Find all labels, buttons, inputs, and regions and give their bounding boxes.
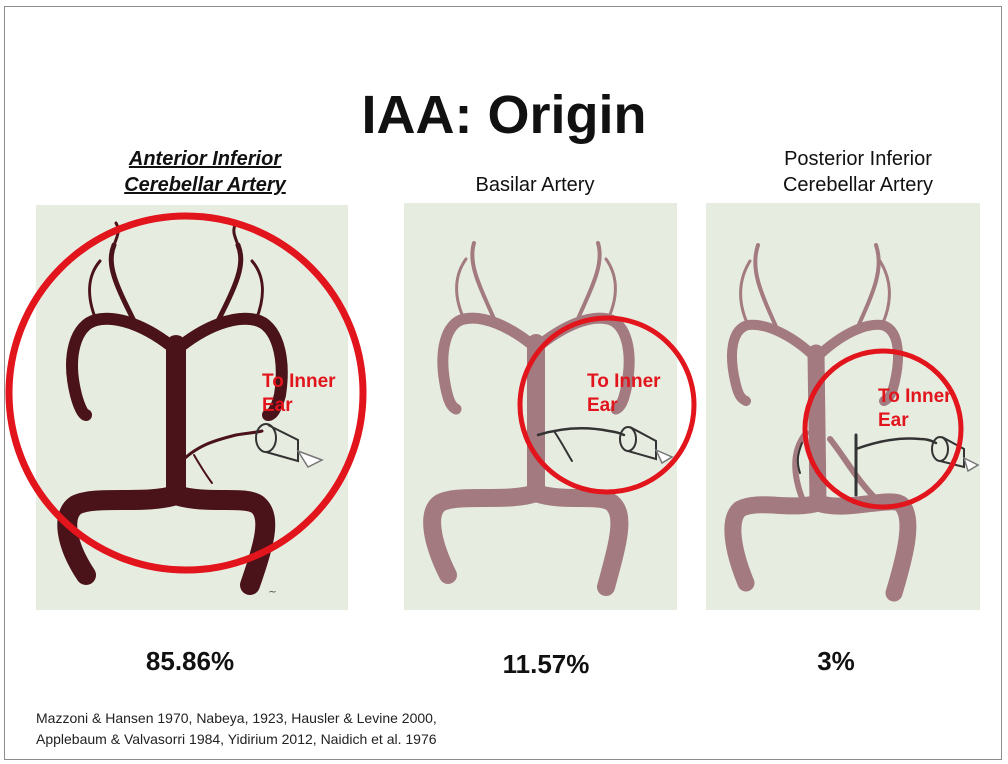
caption-pica: Posterior Inferior Cerebellar Artery	[738, 146, 978, 198]
caption-aica-line1: Anterior Inferior	[70, 146, 340, 172]
caption-pica-line1: Posterior Inferior	[738, 146, 978, 172]
caption-pica-line2: Cerebellar Artery	[738, 172, 978, 198]
ear-label-aica-line2: Ear	[262, 394, 336, 418]
references: Mazzoni & Hansen 1970, Nabeya, 1923, Hau…	[36, 708, 437, 750]
ear-label-pica-line2: Ear	[878, 409, 952, 433]
ear-label-aica: To Inner Ear	[262, 370, 336, 418]
references-line1: Mazzoni & Hansen 1970, Nabeya, 1923, Hau…	[36, 708, 437, 729]
percent-pica: 3%	[776, 646, 896, 677]
caption-basilar: Basilar Artery	[420, 172, 650, 198]
ear-label-aica-line1: To Inner	[262, 370, 336, 394]
caption-aica-line2: Cerebellar Artery	[70, 172, 340, 198]
ear-label-pica-line1: To Inner	[878, 385, 952, 409]
slide-title: IAA: Origin	[0, 84, 1008, 146]
ear-label-basilar: To Inner Ear	[587, 370, 661, 418]
caption-basilar-line1: Basilar Artery	[420, 172, 650, 198]
caption-aica: Anterior Inferior Cerebellar Artery	[70, 146, 340, 198]
percent-basilar: 11.57%	[466, 649, 626, 680]
percent-aica: 85.86%	[110, 646, 270, 677]
svg-text:~: ~	[268, 585, 277, 598]
references-line2: Applebaum & Valvasorri 1984, Yidirium 20…	[36, 729, 437, 750]
ear-label-basilar-line1: To Inner	[587, 370, 661, 394]
ear-label-basilar-line2: Ear	[587, 394, 661, 418]
ear-label-pica: To Inner Ear	[878, 385, 952, 433]
